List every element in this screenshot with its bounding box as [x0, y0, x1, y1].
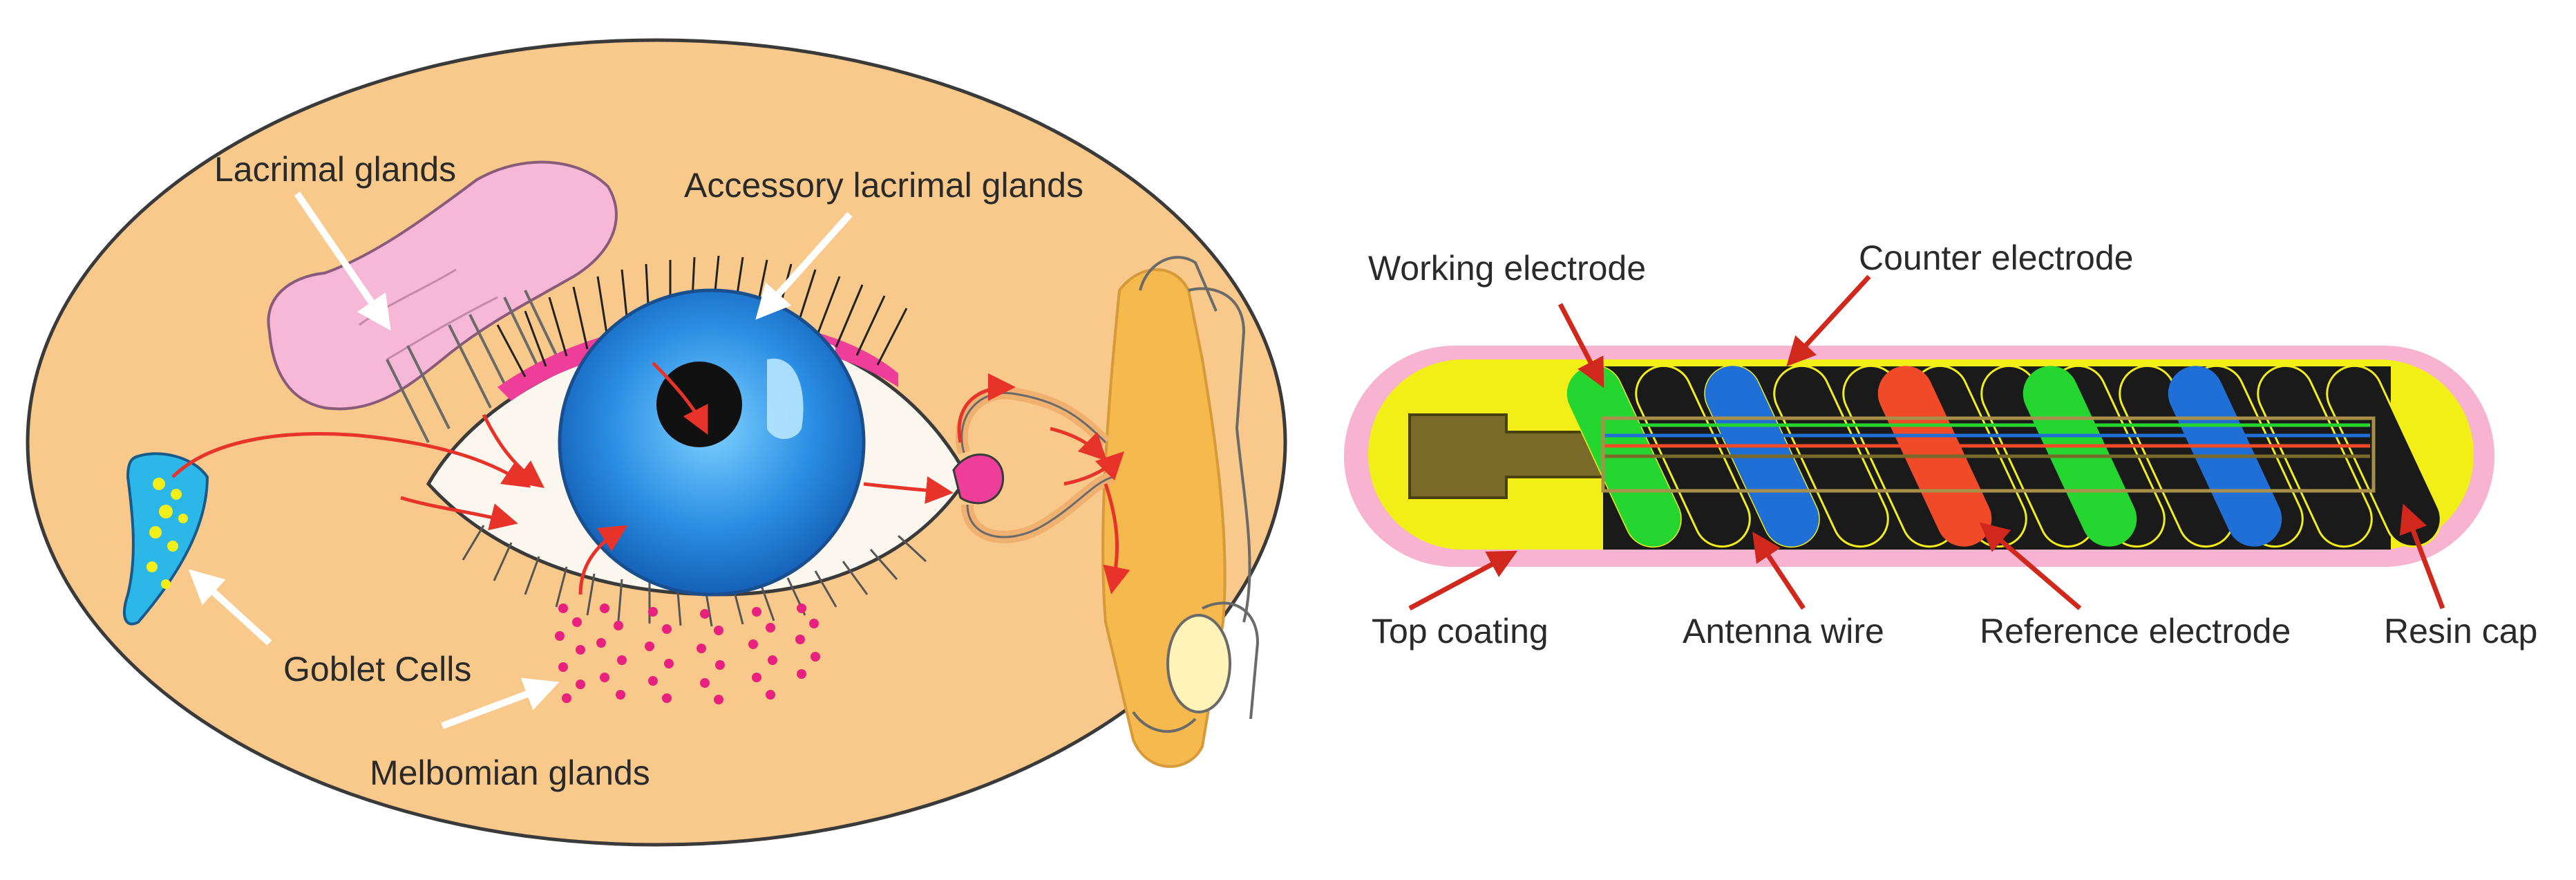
label-counter-electrode: Counter electrode [1859, 238, 2133, 277]
internal-wires [1601, 416, 2376, 493]
label-reference-electrode: Reference electrode [1980, 612, 2291, 650]
pointer-arrows [1408, 274, 2445, 611]
tear-flow-arrows [171, 362, 1130, 595]
label-goblet-cells: Goblet Cells [283, 650, 471, 689]
lacrimal-punctum [952, 453, 1004, 505]
lacrimal-gland [267, 160, 618, 411]
label-accessory-lacrimal-glands: Accessory lacrimal glands [684, 166, 1083, 205]
nasal-bones [1101, 256, 1260, 768]
eye-diagram: Lacrimal glands Accessory lacrimal gland… [26, 38, 1287, 847]
pupil [656, 362, 742, 447]
meibomian-glands [555, 603, 820, 704]
label-working-electrode: Working electrode [1368, 249, 1646, 288]
label-lacrimal-glands: Lacrimal glands [214, 150, 456, 189]
label-antenna-wire: Antenna wire [1683, 612, 1884, 650]
iris-highlight [767, 358, 804, 439]
label-meibomian-glands: Melbomian glands [370, 753, 650, 792]
lens-diagram: Working electrode Counter electrode Top … [1344, 238, 2537, 650]
label-top-coating: Top coating [1372, 612, 1549, 650]
lower-eyelashes [462, 525, 927, 627]
label-pointer-arrows [188, 191, 853, 729]
label-resin-cap: Resin cap [2384, 612, 2537, 650]
goblet-cells [123, 452, 209, 626]
